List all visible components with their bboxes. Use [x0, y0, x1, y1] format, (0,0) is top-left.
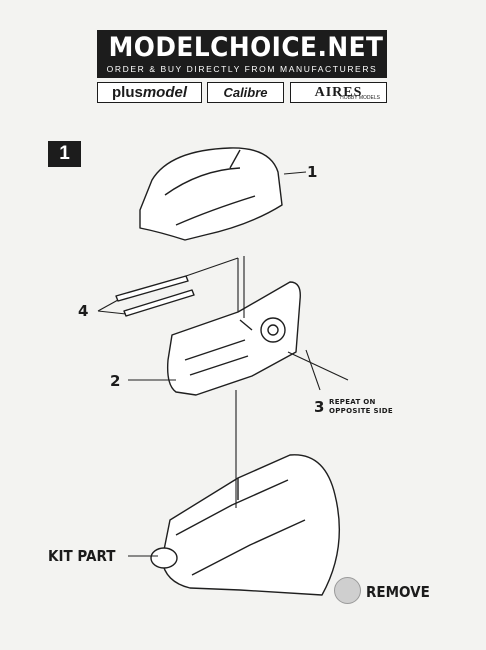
remove-label: REMOVE	[366, 583, 430, 601]
callout-4: 4	[78, 302, 89, 320]
calibre-logo-text: Calibre	[223, 85, 268, 100]
plusmodel-logo-text-a: plus	[111, 84, 143, 101]
aires-logo-text: AIRES	[314, 84, 363, 100]
repeat-note-line-2: OPPOSITE SIDE	[329, 407, 393, 415]
part-2-gear	[260, 317, 286, 343]
calibre-logo: Calibre	[207, 82, 284, 103]
repeat-note: REPEAT ON OPPOSITE SIDE	[329, 398, 393, 416]
kit-part-fuselage	[161, 454, 340, 596]
aires-logo-subtext: HOBBY MODELS	[340, 95, 380, 101]
remove-circle-icon	[334, 577, 361, 604]
callout-2: 2	[110, 372, 121, 390]
kit-part-prop-hub	[150, 547, 178, 569]
part-2-engine	[166, 281, 301, 396]
callout-1: 1	[307, 163, 318, 181]
site-tagline: ORDER & BUY DIRECTLY FROM MANUFACTURERS	[106, 64, 378, 74]
part-4-rod-upper	[115, 275, 189, 302]
part-1-cowling	[139, 147, 283, 241]
plusmodel-logo-text-b: model	[142, 84, 188, 101]
site-title: MODELCHOICE.NET	[108, 32, 384, 63]
repeat-note-line-1: REPEAT ON	[329, 398, 376, 406]
aires-logo: AIRES HOBBY MODELS	[290, 82, 387, 103]
kit-part-label: KIT PART	[48, 547, 116, 565]
callout-3: 3	[314, 398, 325, 416]
site-banner: MODELCHOICE.NET ORDER & BUY DIRECTLY FRO…	[97, 30, 387, 78]
step-number-badge: 1	[48, 141, 81, 167]
